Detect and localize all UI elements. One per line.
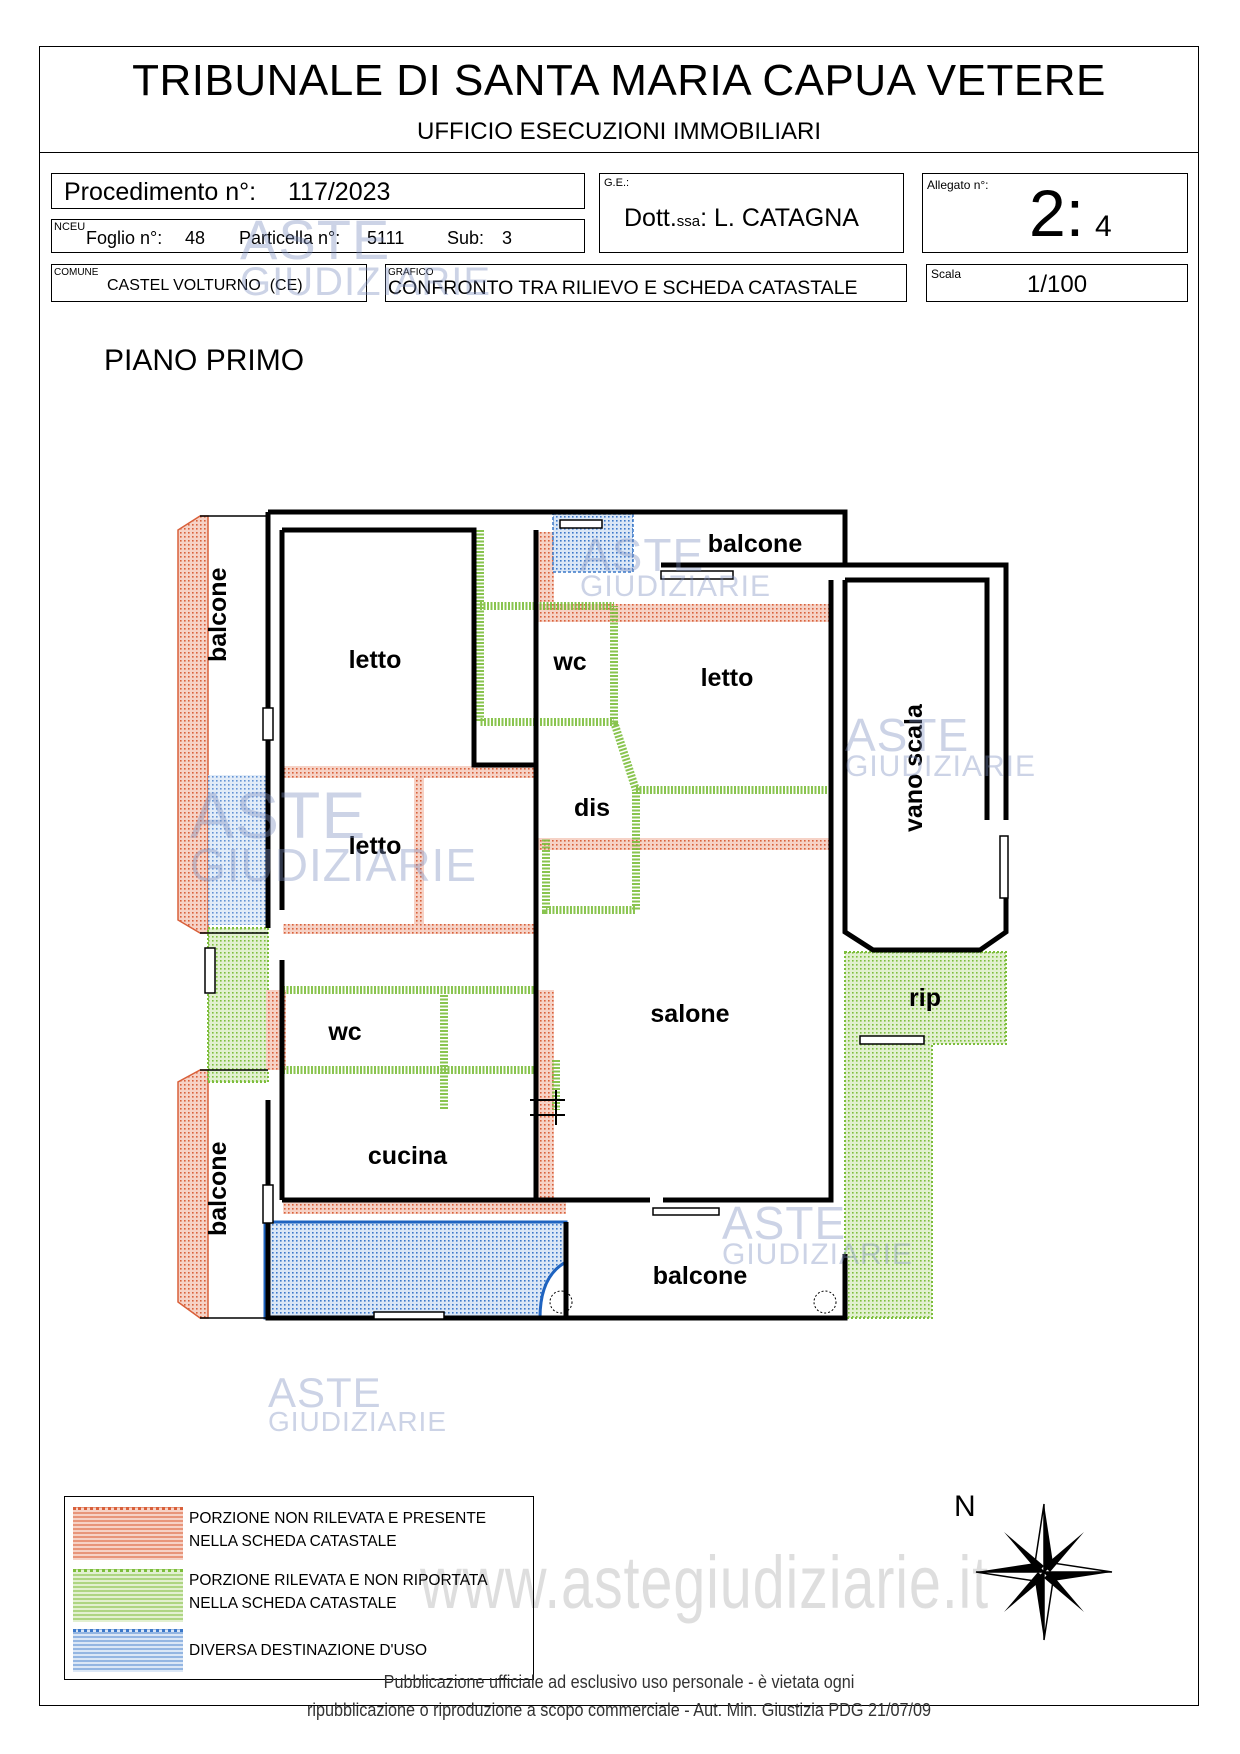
room-letto-1: letto [348,646,402,674]
room-wc-2: wc [328,1018,362,1046]
legend-swatch-red [73,1507,183,1560]
grafico-box: GRAFICO CONFRONTO TRA RILIEVO E SCHEDA C… [385,264,907,302]
allegato-tag: Allegato n°: [927,178,989,192]
procedimento-value: 117/2023 [288,178,391,206]
allegato-main: 2: [1029,176,1085,250]
court-title: TRIBUNALE DI SANTA MARIA CAPUA VETERE [132,56,1106,105]
pillar-left [549,1290,573,1314]
legend-swatch-green [73,1569,183,1622]
blue-area-bottom [263,1220,568,1320]
nceu-box: NCEU Foglio n°: 48 Particella n°: 5111 S… [51,219,585,253]
compass-icon [975,1503,1113,1641]
green-area-left [207,927,269,1083]
blue-area-left [208,775,268,925]
room-rip: rip [909,984,941,1012]
room-balcone-bottom: balcone [652,1262,748,1290]
scala-box: Scala 1/100 [926,264,1188,302]
legend-swatch-blue [73,1629,183,1672]
nceu-tag: NCEU [54,221,86,233]
sub-value: 3 [502,228,513,248]
grafico-tag: GRAFICO [388,267,434,278]
footer-line-2: ripubblicazione o riproduzione a scopo c… [306,1700,932,1720]
foglio-label: Foglio n°: [86,228,163,248]
room-dis: dis [573,794,611,822]
room-balcone-left-top: balcone [204,567,232,662]
ge-box: G.E.: Dott.ssa: L. CATAGNA [599,173,904,253]
sub-label: Sub: [447,228,485,248]
comune-value: CASTEL VOLTURNO (CE) [107,277,303,294]
ge-tag: G.E.: [604,177,630,189]
comune-box: COMUNE CASTEL VOLTURNO (CE) [51,264,367,302]
foglio-value: 48 [185,228,206,248]
watermark-site: www.astegiudiziarie.it [420,1541,989,1624]
grafico-value: CONFRONTO TRA RILIEVO E SCHEDA CATASTALE [388,277,858,299]
procedimento-label: Procedimento n°: [64,178,257,206]
allegato-box: Allegato n°: 2: 4 [922,173,1188,253]
room-letto-3: letto [348,832,402,860]
allegato-sub: 4 [1095,210,1112,243]
particella-label: Particella n°: [239,228,341,248]
scala-tag: Scala [931,267,962,281]
header-divider [39,152,1199,153]
pillar-right [813,1290,837,1314]
room-letto-2: letto [700,664,754,692]
scala-value: 1/100 [1027,271,1088,298]
footer-line-1: Pubblicazione ufficiale ad esclusivo uso… [383,1672,855,1692]
room-wc-1: wc [553,648,587,676]
page-frame [39,46,1199,1706]
room-balcone-left-bottom: balcone [204,1141,232,1236]
floor-label: PIANO PRIMO [104,344,305,377]
room-salone: salone [650,1000,730,1028]
judge-name: Dott.ssa: L. CATAGNA [624,204,859,232]
office-subtitle: UFFICIO ESECUZIONI IMMOBILIARI [416,118,822,145]
procedimento-box: Procedimento n°: 117/2023 [51,173,585,209]
compass-north: N [954,1490,976,1523]
room-balcone-top: balcone [707,530,803,558]
particella-value: 5111 [367,228,405,248]
comune-tag: COMUNE [54,267,99,278]
room-cucina: cucina [367,1142,448,1170]
legend-text-blue: DIVERSA DESTINAZIONE D'USO [189,1642,428,1659]
